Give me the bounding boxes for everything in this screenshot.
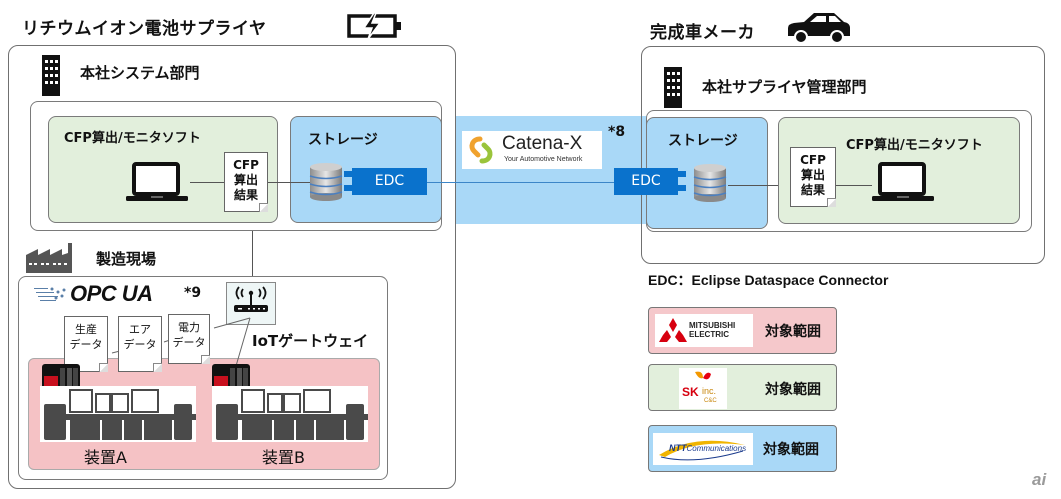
- sk-butterfly-icon: [695, 371, 711, 380]
- logo-text: C&C: [704, 398, 717, 404]
- equipment-b-illustration: [212, 386, 368, 442]
- legend-row-mitsubishi: MITSUBISHI ELECTRIC 対象範囲: [648, 307, 837, 354]
- doc-line: 電力: [178, 321, 200, 334]
- network-connection-line: [427, 182, 617, 183]
- production-data-doc: 生産 データ: [64, 316, 108, 372]
- plc-icon: [42, 364, 80, 392]
- edc-plug: [344, 185, 352, 191]
- oem-cfp-software-label: CFP算出/モニタソフト: [846, 138, 983, 153]
- mitsubishi-electric-logo: MITSUBISHI ELECTRIC: [655, 314, 753, 347]
- air-data-doc: エア データ: [118, 316, 162, 372]
- router-icon: [234, 286, 268, 312]
- equipment-b-label: 装置B: [262, 448, 305, 467]
- battery-charging-icon: [346, 12, 406, 40]
- database-icon: [692, 164, 728, 202]
- doc-line: データ: [172, 336, 206, 349]
- legend-row-ntt: NTTCommunications 対象範囲: [648, 425, 837, 472]
- supplier-cfp-software-label: CFP算出/モニタソフト: [64, 131, 201, 146]
- catena-x-footnote: *8: [608, 124, 626, 140]
- building-icon: [40, 52, 62, 96]
- equipment-a-label: 装置A: [84, 448, 127, 467]
- catena-x-tagline: Your Automotive Network: [504, 156, 583, 163]
- supplier-storage-label: ストレージ: [308, 132, 378, 148]
- opc-ua-footnote: *9: [184, 285, 202, 301]
- logo-text: Communications: [686, 444, 747, 453]
- doc-line: CFP: [800, 153, 826, 167]
- oem-container: [641, 46, 1045, 264]
- logo-text: MITSUBISHI: [689, 321, 736, 330]
- mitsubishi-diamonds-icon: [659, 318, 687, 342]
- watermark-logo: ai: [1032, 470, 1047, 489]
- logo-text: inc.: [702, 386, 717, 396]
- connector-line: [190, 182, 224, 183]
- logo-text: NTT: [669, 443, 687, 453]
- scope-label: 対象範囲: [765, 382, 821, 398]
- legend-row-sk: SK inc. C&C 対象範囲: [648, 364, 837, 411]
- iot-gateway-label: IoTゲートウェイ: [252, 332, 369, 350]
- oem-hq-label: 本社サプライヤ管理部門: [702, 78, 867, 96]
- database-icon: [308, 163, 344, 201]
- edc-plug: [344, 171, 352, 177]
- connector-line: [836, 185, 872, 186]
- doc-line: 生産: [75, 323, 97, 336]
- supplier-hq-label: 本社システム部門: [80, 64, 200, 82]
- logo-text: SK: [682, 385, 699, 399]
- doc-line: CFP: [233, 158, 259, 172]
- doc-line: 結果: [800, 183, 825, 197]
- power-data-doc: 電力 データ: [168, 314, 210, 364]
- doc-line: データ: [69, 338, 103, 351]
- catena-x-icon: [469, 136, 493, 164]
- oem-title: 完成車メーカ: [650, 23, 755, 43]
- factory-icon: [24, 243, 74, 273]
- supplier-title: リチウムイオン電池サプライヤ: [22, 19, 267, 39]
- logo-text: ELECTRIC: [689, 330, 729, 339]
- edc-plug: [678, 171, 686, 177]
- oem-edc: EDC: [614, 168, 678, 195]
- laptop-icon: [124, 160, 190, 204]
- doc-line: 結果: [233, 188, 258, 202]
- oem-storage-label: ストレージ: [668, 133, 738, 149]
- connector-line: [268, 182, 310, 183]
- opc-ua-swoosh-icon: [34, 284, 74, 304]
- opc-ua-logo: OPC UA: [70, 281, 153, 306]
- iot-gateway-box: [226, 282, 276, 325]
- oem-cfp-result-doc: CFP 算出 結果: [790, 147, 836, 207]
- equipment-a-illustration: [40, 386, 196, 442]
- connector-line: [728, 185, 792, 186]
- factory-label: 製造現場: [96, 250, 157, 268]
- doc-line: エア: [129, 323, 151, 336]
- edc-plug: [678, 185, 686, 191]
- supplier-cfp-result-doc: CFP 算出 結果: [224, 152, 268, 212]
- gateway-uplink-line: [252, 231, 253, 283]
- ntt-swoosh-icon: [659, 440, 745, 461]
- supplier-edc: EDC: [352, 168, 427, 195]
- doc-line: 算出: [800, 168, 825, 182]
- laptop-icon: [870, 160, 936, 204]
- building-icon: [662, 64, 684, 108]
- doc-line: 算出: [233, 173, 258, 187]
- scope-label: 対象範囲: [763, 442, 819, 458]
- catena-x-name: Catena-X: [502, 133, 583, 154]
- car-icon: [784, 10, 854, 44]
- catena-x-logo: Catena-X Your Automotive Network: [462, 131, 602, 169]
- edc-definition: EDC：Eclipse Dataspace Connector: [648, 272, 889, 288]
- sk-inc-logo: SK inc. C&C: [679, 368, 727, 409]
- doc-line: データ: [123, 338, 157, 351]
- scope-label: 対象範囲: [765, 324, 821, 340]
- ntt-communications-logo: NTTCommunications: [653, 433, 753, 465]
